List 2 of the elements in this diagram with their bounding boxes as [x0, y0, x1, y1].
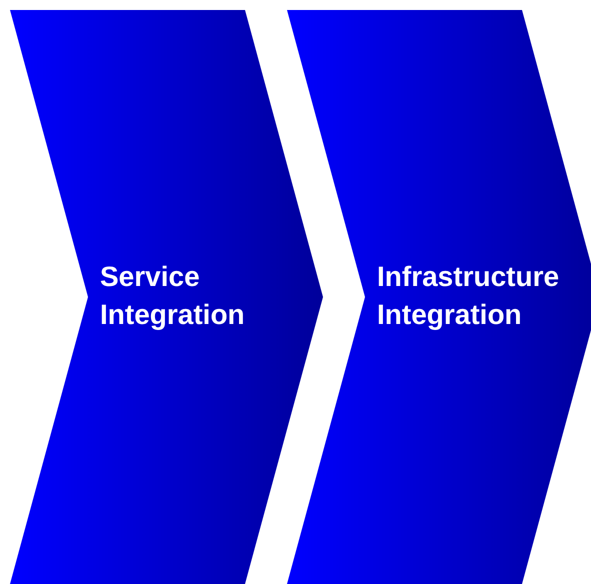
step-label: Service Integration: [100, 260, 246, 332]
step-label: Infrastructure Integration: [377, 260, 560, 332]
